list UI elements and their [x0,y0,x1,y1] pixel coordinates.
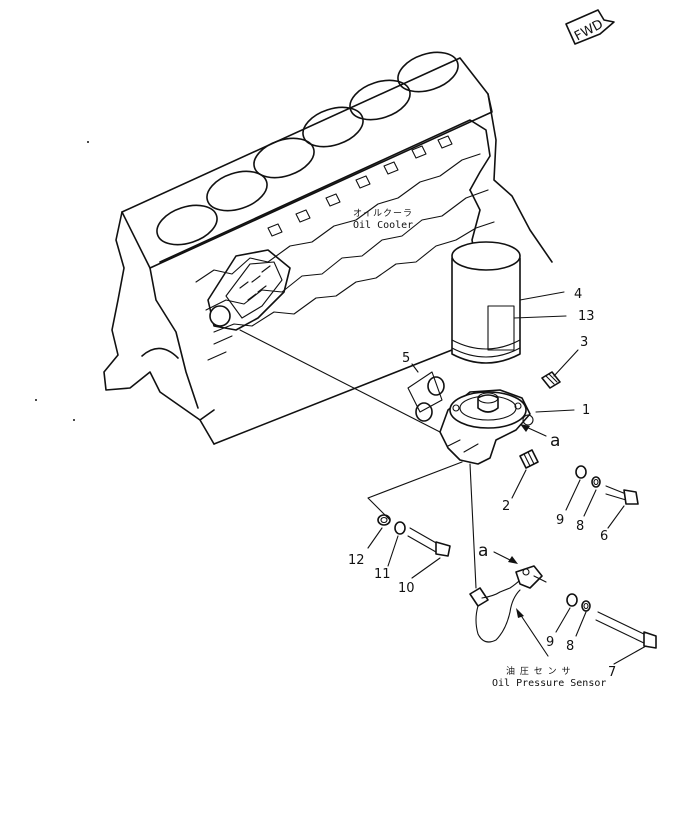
oil-pressure-sensor-en-label: Oil Pressure Sensor [492,678,606,689]
oil-cooler-en-label: Oil Cooler [353,220,413,231]
oil-pressure-sensor-jp-label: 油 圧 セ ン サ [506,665,571,677]
bolt-7 [595,611,657,649]
callout-9-upper: 9 [556,513,564,528]
bolt-10 [407,527,451,557]
oil-cooler-caption: オイルクーラ Oil Cooler [353,208,413,231]
callout-9-lower: 9 [546,635,554,650]
callout-6: 6 [600,529,608,544]
plug-3 [541,371,561,389]
callout-5: 5 [402,351,410,366]
block-side-bosses [267,135,453,237]
callout-8-upper: 8 [576,519,584,534]
callout-2: 2 [502,499,510,514]
oil-filter-cartridge [451,241,521,364]
callout-leaders [367,291,647,665]
sensor-pointer-arrow [516,608,549,657]
plug-2 [519,449,539,469]
callout-11: 11 [374,567,391,582]
oil-pressure-sensor-caption: 油 圧 セ ン サ Oil Pressure Sensor [492,665,606,689]
detail-letter-a-lower: a [478,541,488,561]
filter-label-plate [487,305,515,351]
detail-letter-a-upper: a [550,431,560,451]
callout-12: 12 [348,553,365,568]
base-to-bolt10-leader [367,461,463,521]
detail-a-arrow-upper [520,424,547,437]
washer-8-lower [581,600,591,612]
callout-numbers: 4 13 3 5 1 2 9 8 6 12 11 10 9 8 7 [348,287,616,680]
fwd-label: FWD [572,17,606,44]
callout-7: 7 [608,665,616,680]
callout-3: 3 [580,335,588,350]
callout-4: 4 [574,287,582,302]
oil-pressure-sensor [469,565,547,643]
cylinder-bores [156,51,459,246]
washer-12 [377,514,391,526]
cover-to-base-leader [239,329,441,433]
washer-9-lower [566,593,578,607]
oil-cooler-jp-label: オイルクーラ [353,208,413,219]
base-to-sensor-leader [469,463,477,589]
callout-8-lower: 8 [566,639,574,654]
filter-base [439,389,534,465]
callout-1: 1 [582,403,590,418]
washer-8-upper [591,476,601,488]
o-ring-set [407,371,445,422]
callout-13: 13 [578,309,595,324]
washer-11 [394,521,406,535]
oil-cooler-cover [207,249,291,361]
detail-a-arrow-lower [493,551,518,564]
callout-10: 10 [398,581,415,596]
fwd-arrow-marker: FWD [565,9,615,45]
bolt-6 [605,485,639,505]
washer-9-upper [575,465,587,479]
